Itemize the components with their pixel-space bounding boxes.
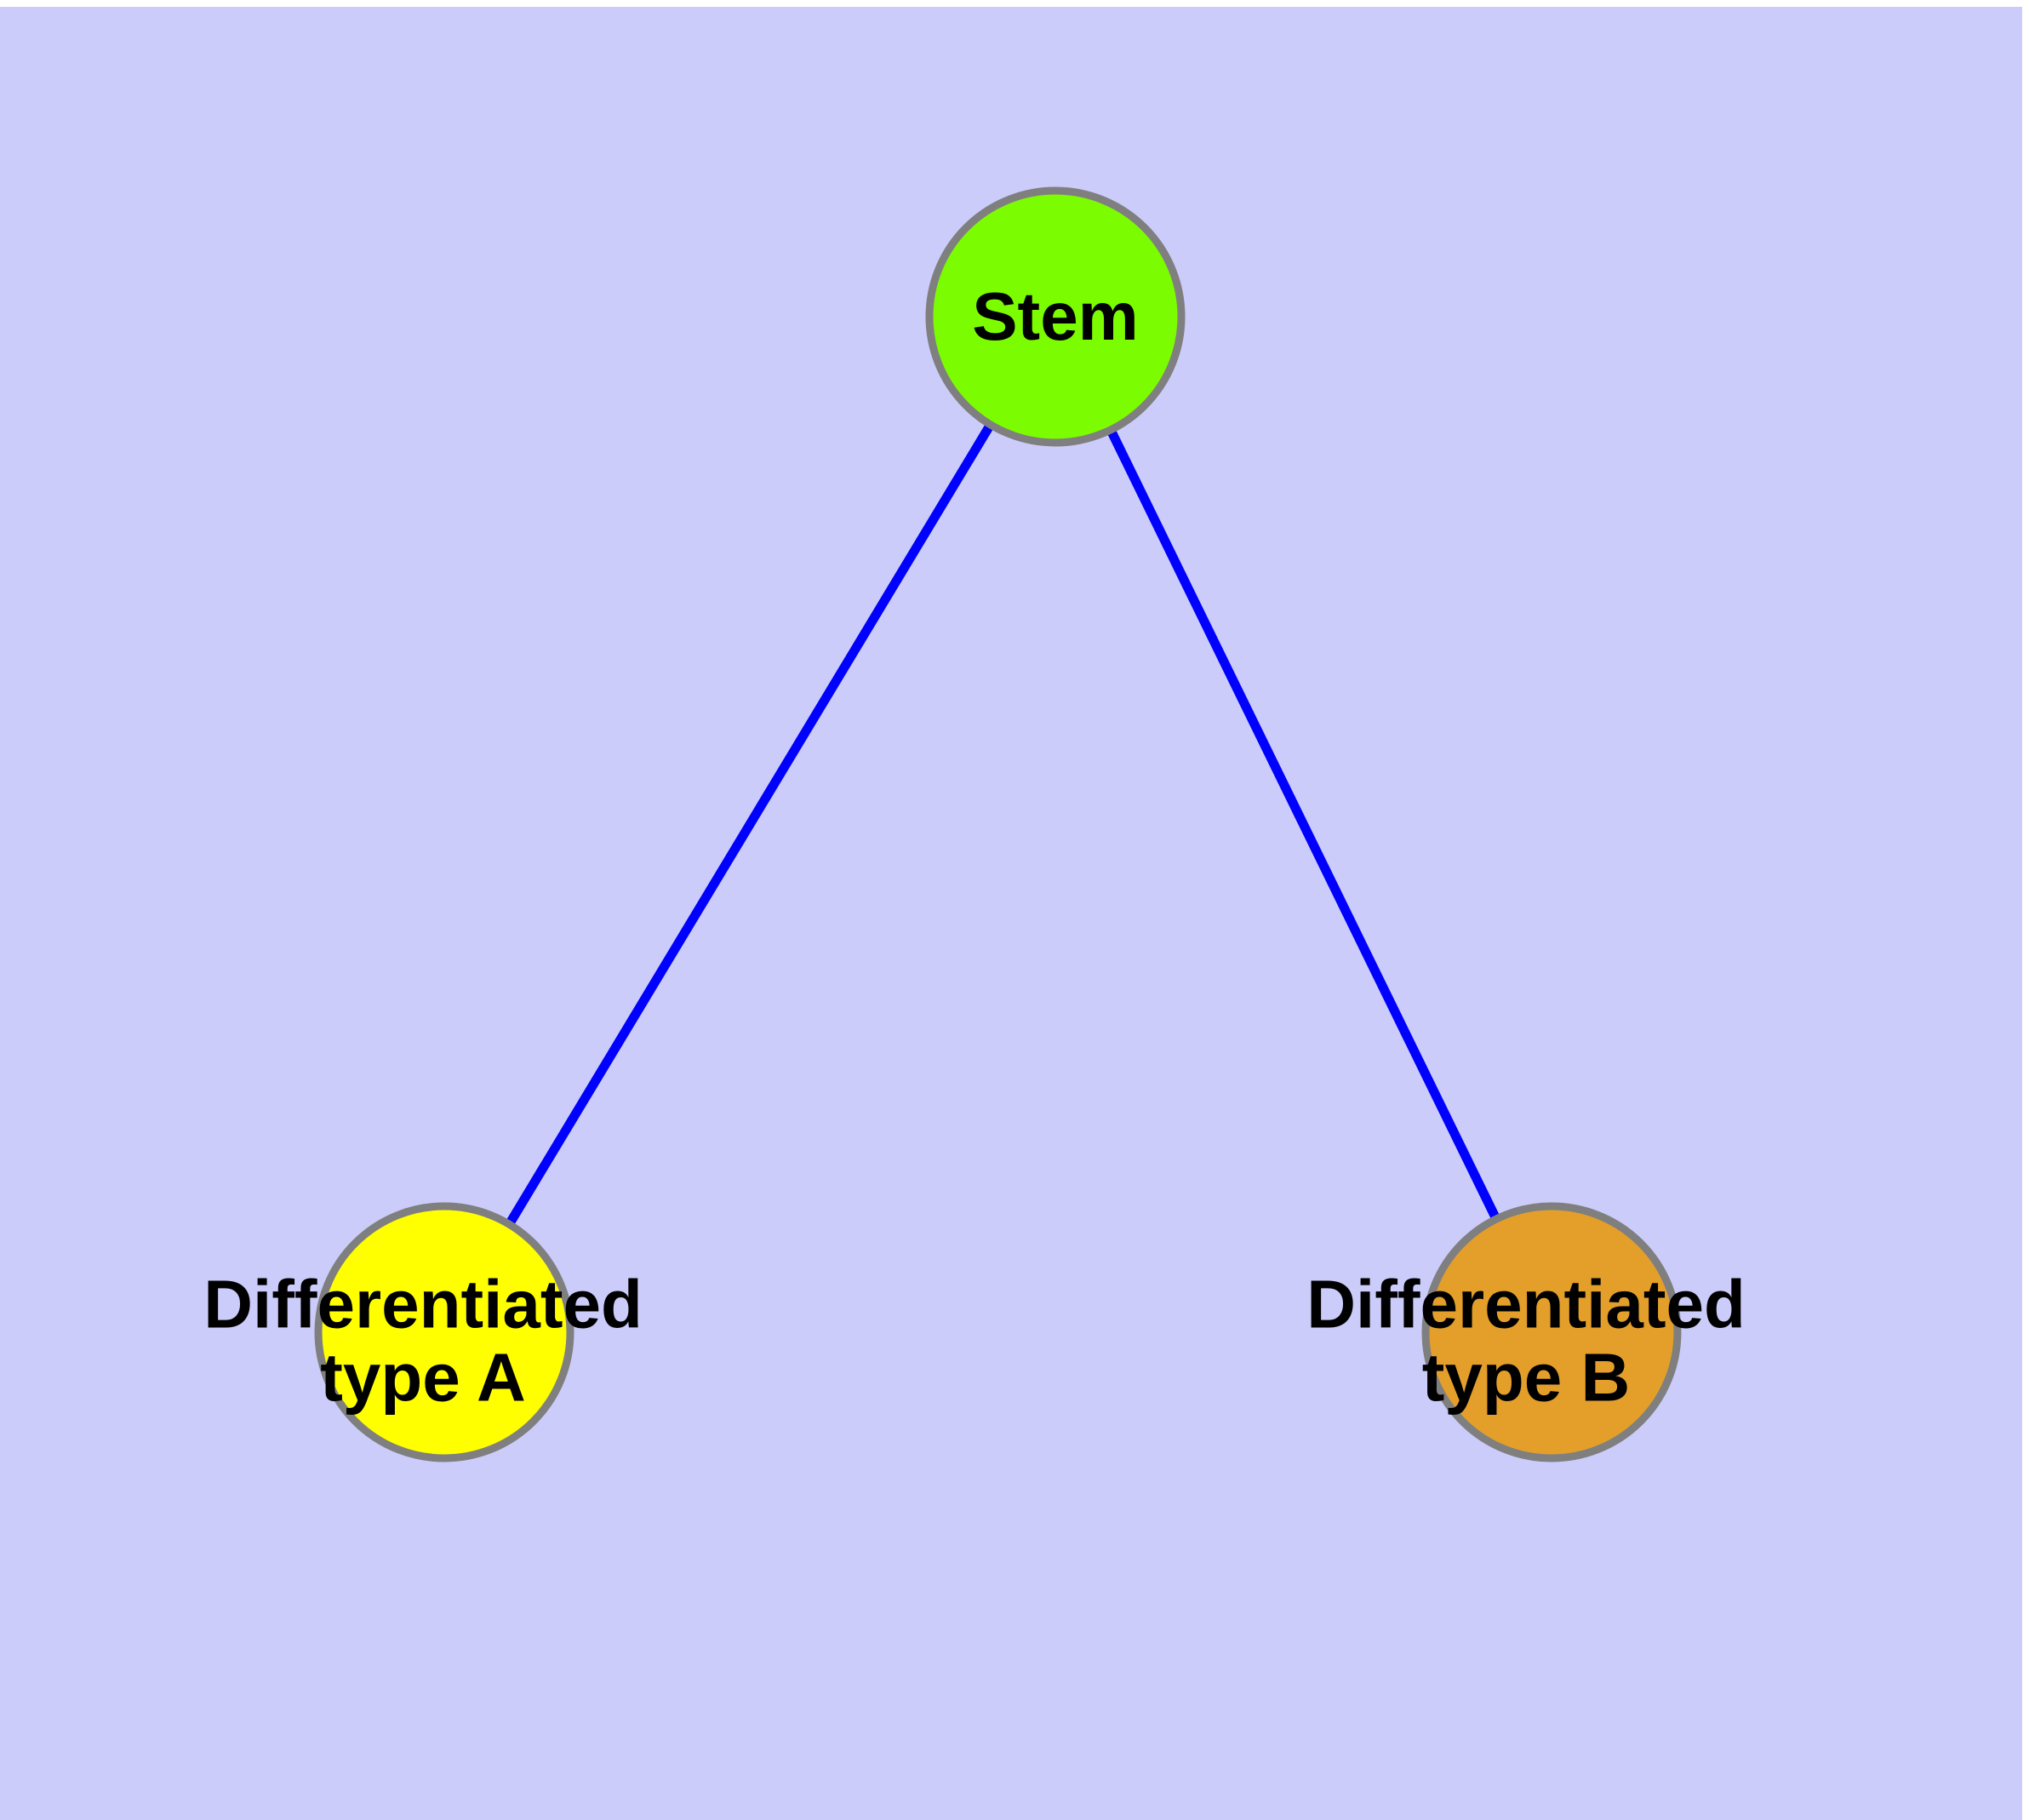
graph-svg (314, 186, 1682, 1462)
edge-stem-to-differentiated-type-b[interactable] (1107, 431, 1500, 1218)
edge-group (506, 425, 1500, 1224)
node-stem[interactable] (925, 186, 1186, 447)
node-group (314, 186, 1682, 1462)
edge-stem-to-differentiated-type-a[interactable] (506, 425, 993, 1224)
node-differentiated-type-b[interactable] (1421, 1202, 1682, 1462)
node-differentiated-type-a[interactable] (314, 1202, 574, 1462)
